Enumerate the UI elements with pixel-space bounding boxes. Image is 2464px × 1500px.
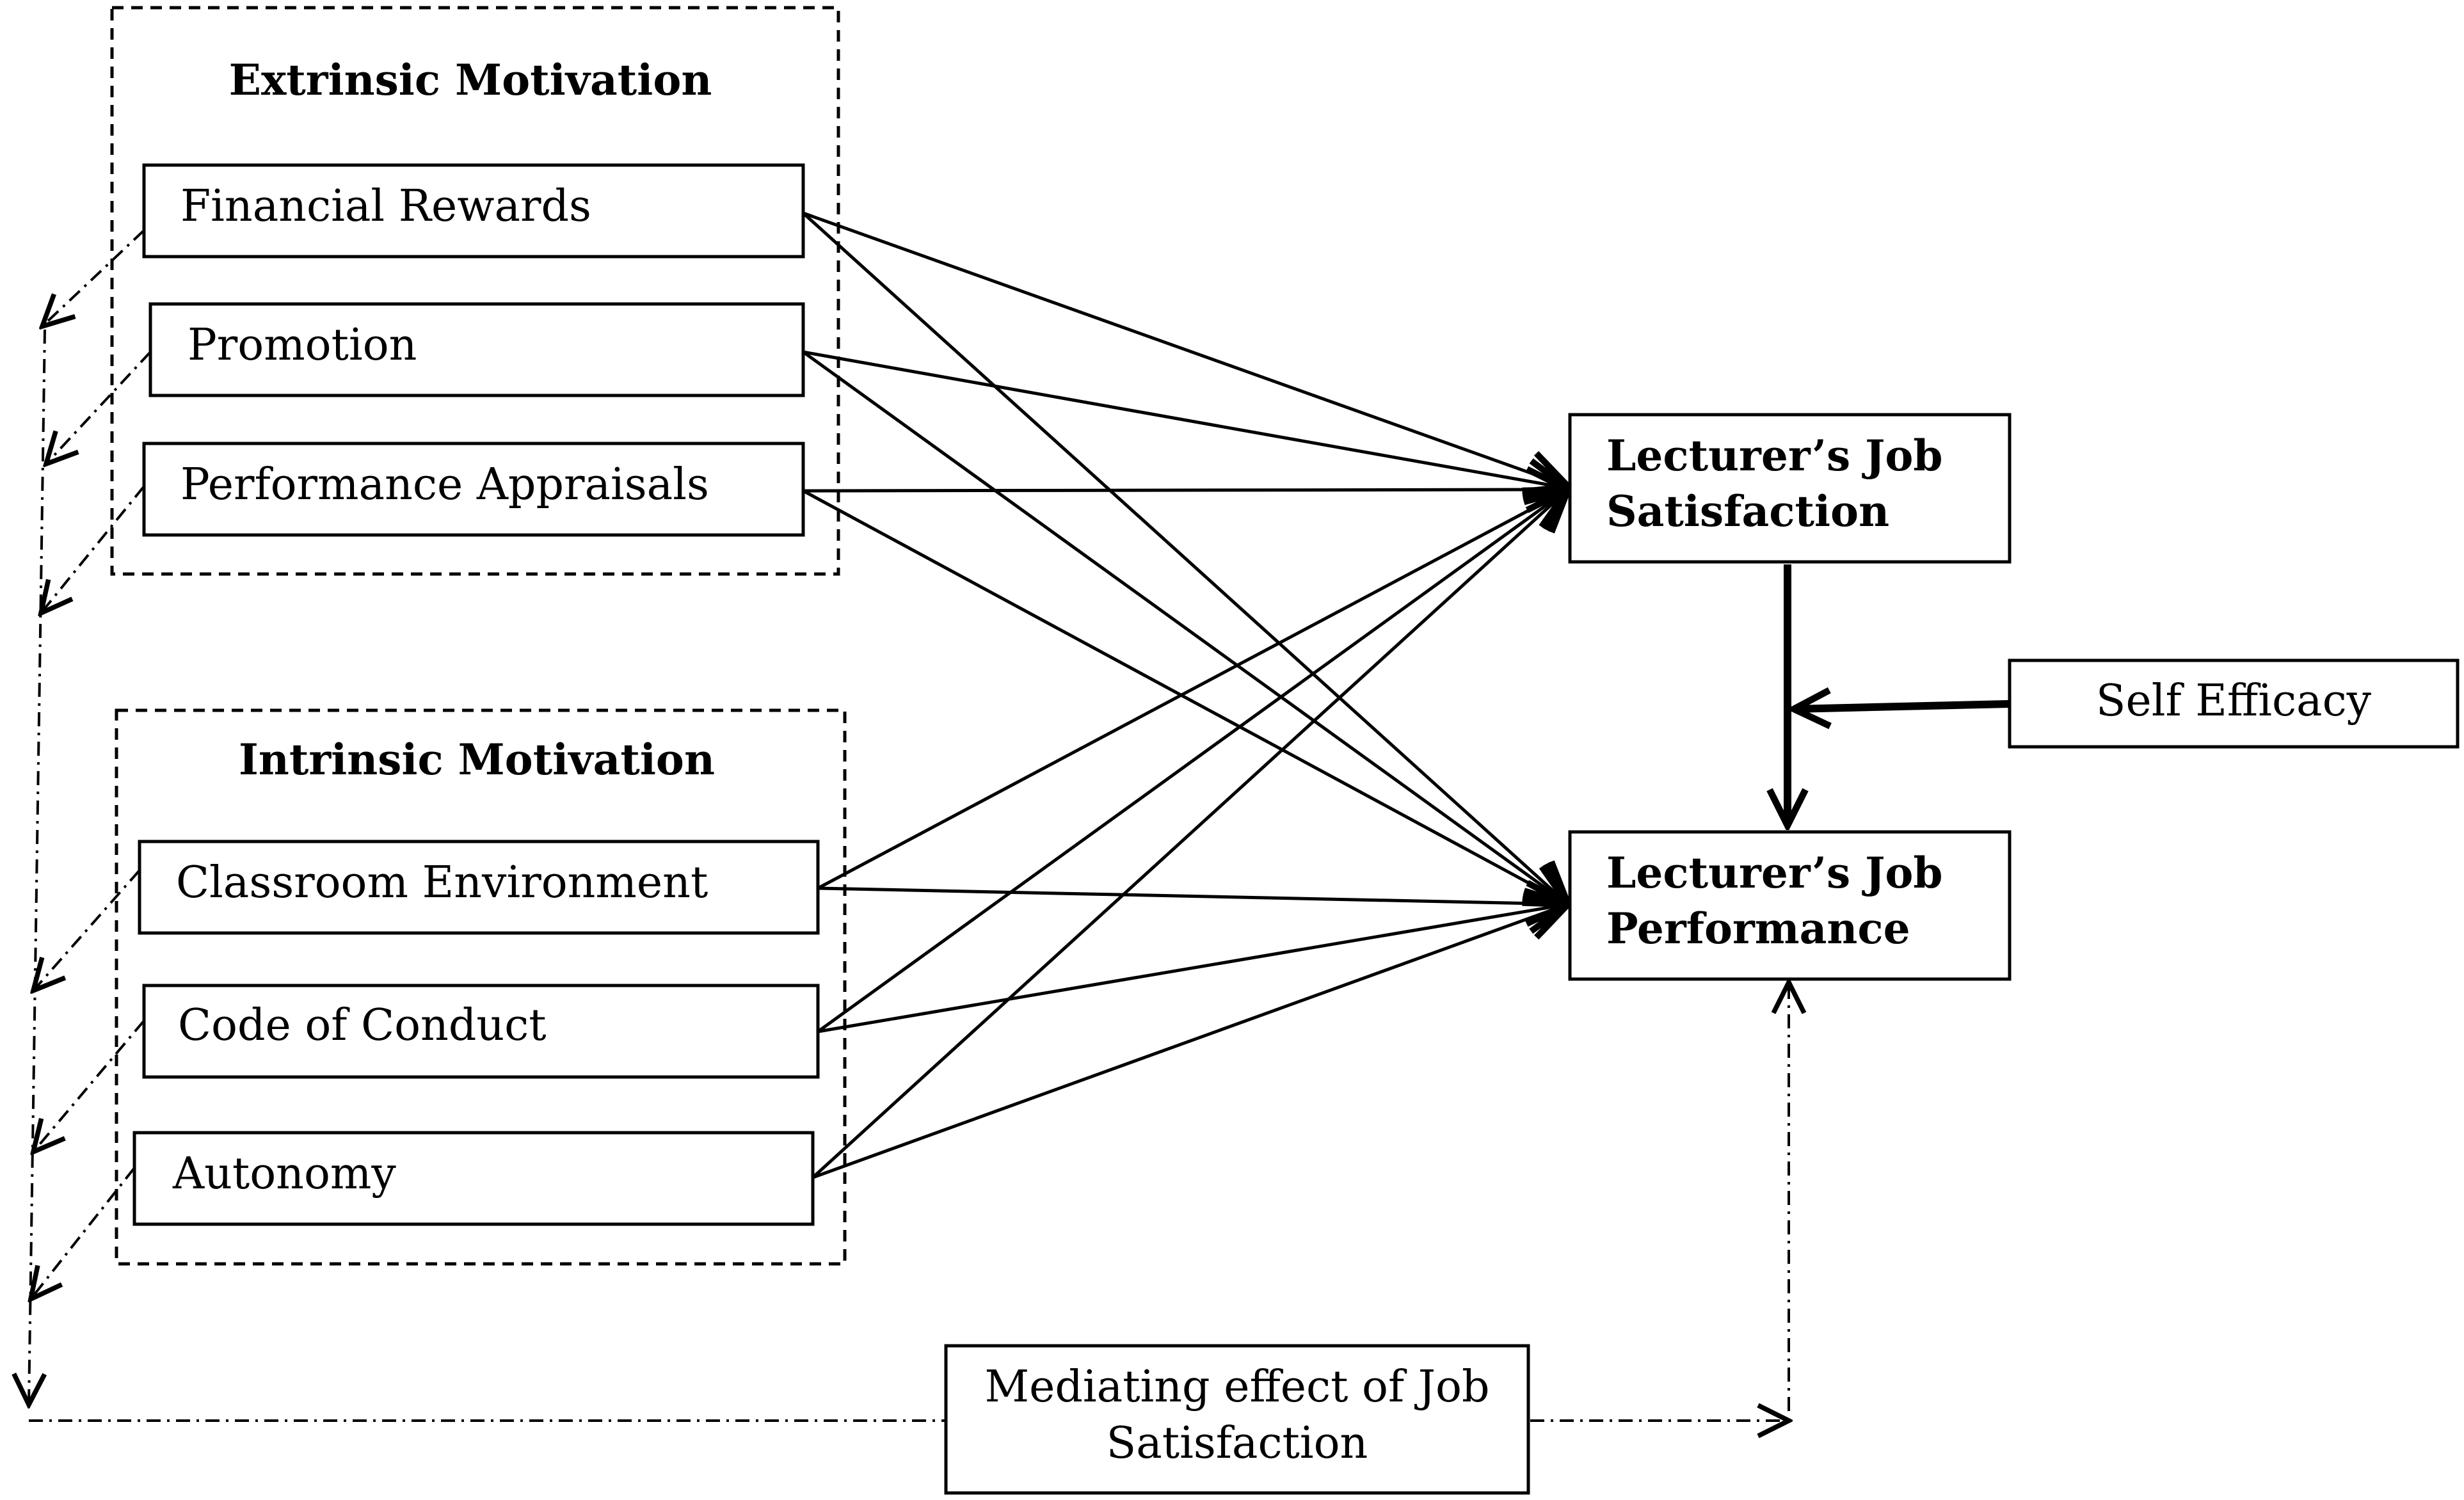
promotion-box: Promotion bbox=[148, 302, 805, 397]
financial-rewards-box: Financial Rewards bbox=[142, 163, 805, 259]
code-of-conduct-box: Code of Conduct bbox=[142, 984, 820, 1079]
mediating-side-arrows bbox=[29, 229, 1789, 1421]
arrow-autonomy-to-satisfaction bbox=[812, 490, 1568, 1179]
arrow-conduct-to-satisfaction bbox=[817, 490, 1568, 1033]
job-performance-box: Lecturer’s Job Performance bbox=[1568, 830, 2012, 981]
arrow-self-efficacy-moderation bbox=[1794, 704, 2009, 709]
mediating-arrow-classroom bbox=[33, 869, 141, 991]
mediating-arrow-appraisals bbox=[41, 485, 145, 613]
performance-appraisals-label: Performance Appraisals bbox=[180, 459, 709, 510]
extrinsic-motivation-title: Extrinsic Motivation bbox=[229, 55, 712, 105]
job-satisfaction-label-line2: Satisfaction bbox=[1606, 486, 1889, 536]
arrow-conduct-to-performance bbox=[817, 904, 1568, 1033]
mediating-arrow-autonomy bbox=[31, 1167, 136, 1299]
intrinsic-motivation-title: Intrinsic Motivation bbox=[239, 735, 715, 785]
classroom-environment-label: Classroom Environment bbox=[176, 858, 708, 908]
mediating-vertical-rail bbox=[29, 329, 45, 1405]
mediating-arrow-conduct bbox=[33, 1019, 145, 1152]
promotion-label: Promotion bbox=[188, 320, 417, 371]
arrow-promotion-to-performance bbox=[802, 350, 1568, 904]
mediating-arrow-financial bbox=[42, 229, 145, 326]
mediating-effect-box: Mediating effect of Job Satisfaction bbox=[944, 1344, 1530, 1495]
self-efficacy-box: Self Efficacy bbox=[2008, 658, 2460, 749]
job-performance-label-line1: Lecturer’s Job bbox=[1606, 848, 1943, 898]
causal-arrows bbox=[802, 211, 1568, 1179]
arrow-financial-to-satisfaction bbox=[803, 211, 1568, 486]
job-performance-label-line2: Performance bbox=[1606, 904, 1910, 953]
arrow-appraisals-to-satisfaction bbox=[803, 490, 1568, 491]
job-satisfaction-box: Lecturer’s Job Satisfaction bbox=[1568, 413, 2012, 564]
classroom-environment-box: Classroom Environment bbox=[138, 840, 820, 935]
intrinsic-motivation-group bbox=[115, 708, 847, 1266]
extrinsic-motivation-group bbox=[110, 6, 840, 576]
arrow-appraisals-to-performance bbox=[802, 489, 1568, 904]
arrow-classroom-to-satisfaction bbox=[817, 490, 1568, 890]
code-of-conduct-label: Code of Conduct bbox=[178, 1000, 547, 1051]
financial-rewards-label: Financial Rewards bbox=[180, 181, 591, 232]
arrow-promotion-to-satisfaction bbox=[803, 350, 1568, 488]
performance-appraisals-box: Performance Appraisals bbox=[142, 442, 805, 537]
mediating-effect-label-line2: Satisfaction bbox=[1107, 1418, 1368, 1469]
arrow-financial-to-performance bbox=[802, 212, 1568, 904]
job-satisfaction-label-line1: Lecturer’s Job bbox=[1606, 431, 1943, 481]
arrow-autonomy-to-performance bbox=[812, 904, 1568, 1179]
self-efficacy-label: Self Efficacy bbox=[2096, 676, 2372, 726]
autonomy-label: Autonomy bbox=[172, 1149, 396, 1199]
mediating-arrow-promotion bbox=[46, 351, 152, 464]
arrow-classroom-to-performance bbox=[817, 888, 1568, 904]
autonomy-box: Autonomy bbox=[132, 1131, 815, 1226]
mediating-effect-label-line1: Mediating effect of Job bbox=[985, 1362, 1490, 1412]
moderation-arrows bbox=[1788, 564, 2009, 826]
